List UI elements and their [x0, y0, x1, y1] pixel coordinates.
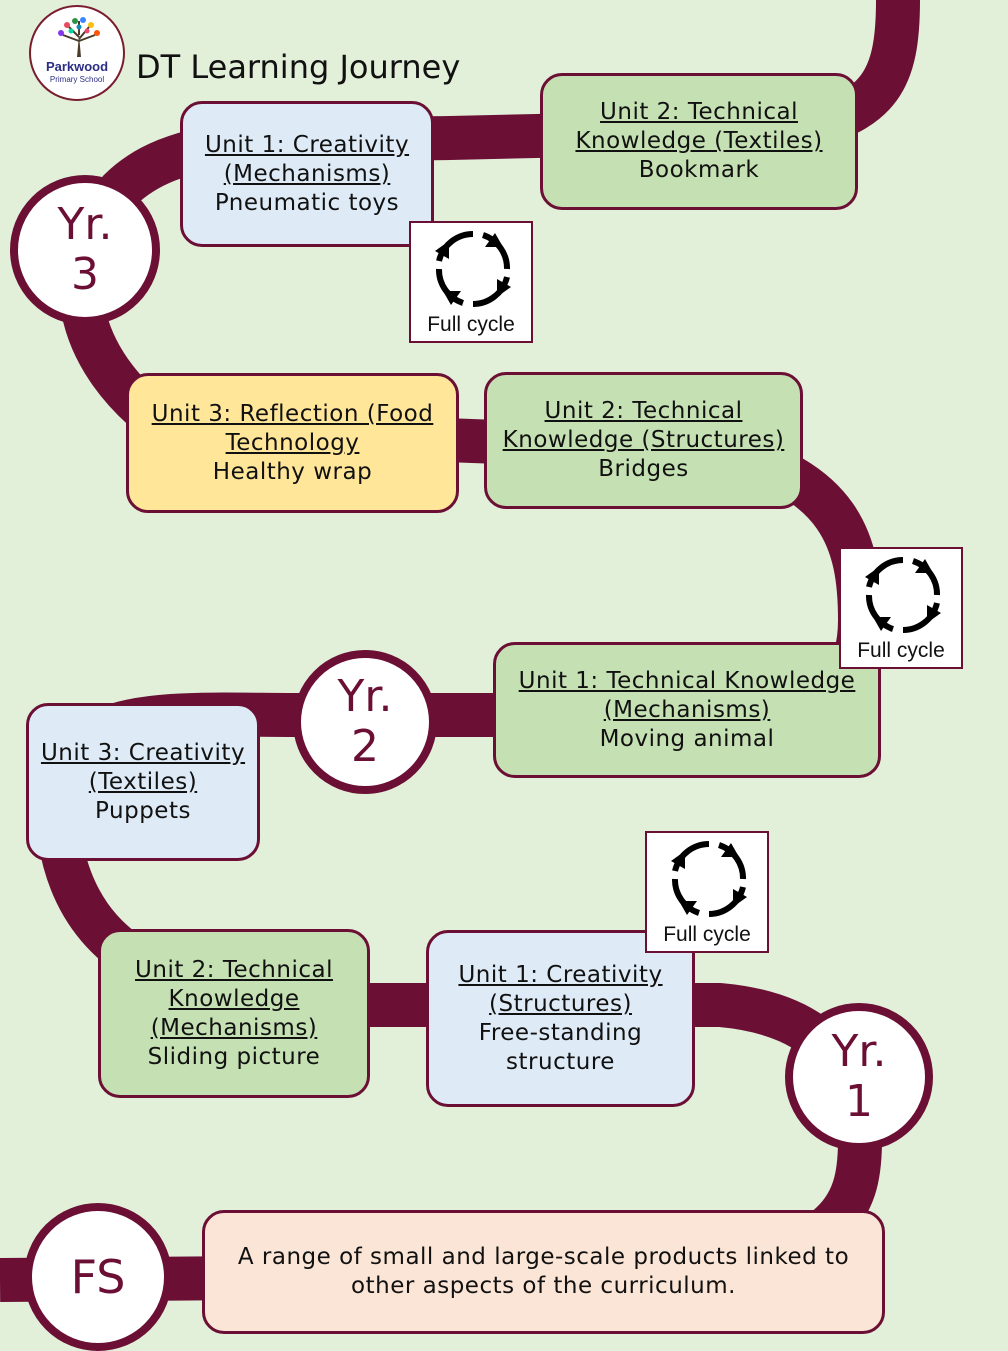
unit-product: Bookmark	[638, 157, 760, 183]
year-label: Yr.	[57, 199, 113, 250]
unit-card-y2-unit3: Unit 3: Creativity (Textiles) Puppets	[26, 703, 260, 861]
fs-marker: FS	[24, 1203, 172, 1351]
unit-card-y3-unit3: Unit 3: Reflection (Food Technology Heal…	[126, 373, 459, 513]
unit-product: Pneumatic toys	[214, 189, 400, 216]
cycle-label: Full cycle	[427, 313, 515, 336]
full-cycle-badge-3: Full cycle	[645, 831, 769, 953]
fs-card: A range of small and large-scale product…	[202, 1210, 885, 1334]
cycle-label: Full cycle	[663, 923, 751, 946]
unit-title: Unit 2: Technical Knowledge (Textiles)	[575, 99, 823, 154]
year-label: FS	[70, 1250, 126, 1304]
full-cycle-badge-1: Full cycle	[409, 221, 533, 343]
year-label: Yr.	[337, 671, 393, 722]
fs-text: A range of small and large-scale product…	[237, 1244, 850, 1299]
logo-name: Parkwood	[45, 59, 109, 74]
tree-icon	[58, 17, 100, 57]
unit-product: Healthy wrap	[212, 458, 373, 485]
unit-title: Unit 3: Creativity (Textiles)	[40, 739, 246, 795]
full-cycle-badge-2: Full cycle	[839, 547, 963, 669]
unit-product: Puppets	[95, 797, 191, 824]
unit-card-y1-unit2: Unit 2: Technical Knowledge (Mechanisms)…	[98, 929, 370, 1098]
unit-card-y2-unit2: Unit 2: Technical Knowledge (Structures)…	[484, 372, 803, 509]
cycle-label: Full cycle	[857, 639, 945, 662]
unit-title: Unit 2: Technical Knowledge (Structures)	[502, 398, 785, 453]
unit-product: Sliding picture	[147, 1043, 321, 1070]
cycle-arrows-icon	[671, 841, 747, 917]
unit-title: Unit 1: Creativity (Mechanisms)	[204, 131, 410, 187]
year-number: 3	[71, 249, 99, 300]
cycle-arrows-icon	[435, 231, 511, 307]
unit-product: Bridges	[598, 456, 689, 482]
unit-card-y1-unit1: Unit 1: Creativity (Structures) Free-sta…	[426, 930, 695, 1107]
cycle-arrows-icon	[865, 557, 941, 633]
unit-product: Free-standing structure	[478, 1019, 643, 1075]
page-title: DT Learning Journey	[136, 48, 461, 86]
unit-card-y3-unit1: Unit 1: Creativity (Mechanisms) Pneumati…	[180, 101, 434, 247]
unit-title: Unit 2: Technical Knowledge (Mechanisms)	[135, 956, 333, 1041]
unit-product: Moving animal	[599, 725, 775, 752]
school-logo: Parkwood Primary School	[29, 5, 125, 101]
unit-card-y2-unit1: Unit 1: Technical Knowledge (Mechanisms)…	[493, 642, 881, 778]
unit-title: Unit 3: Reflection (Food Technology	[151, 400, 434, 456]
year-label: Yr.	[831, 1026, 887, 1077]
year-number: 2	[351, 721, 379, 772]
year-3-marker: Yr. 3	[10, 175, 160, 325]
logo-subtitle: Primary School	[49, 75, 105, 84]
unit-card-y3-unit2: Unit 2: Technical Knowledge (Textiles) B…	[540, 73, 858, 210]
year-number: 1	[845, 1076, 873, 1127]
unit-title: Unit 1: Technical Knowledge (Mechanisms)	[518, 667, 856, 723]
unit-title: Unit 1: Creativity (Structures)	[458, 961, 663, 1017]
year-1-marker: Yr. 1	[785, 1003, 933, 1151]
year-2-marker: Yr. 2	[293, 650, 437, 794]
